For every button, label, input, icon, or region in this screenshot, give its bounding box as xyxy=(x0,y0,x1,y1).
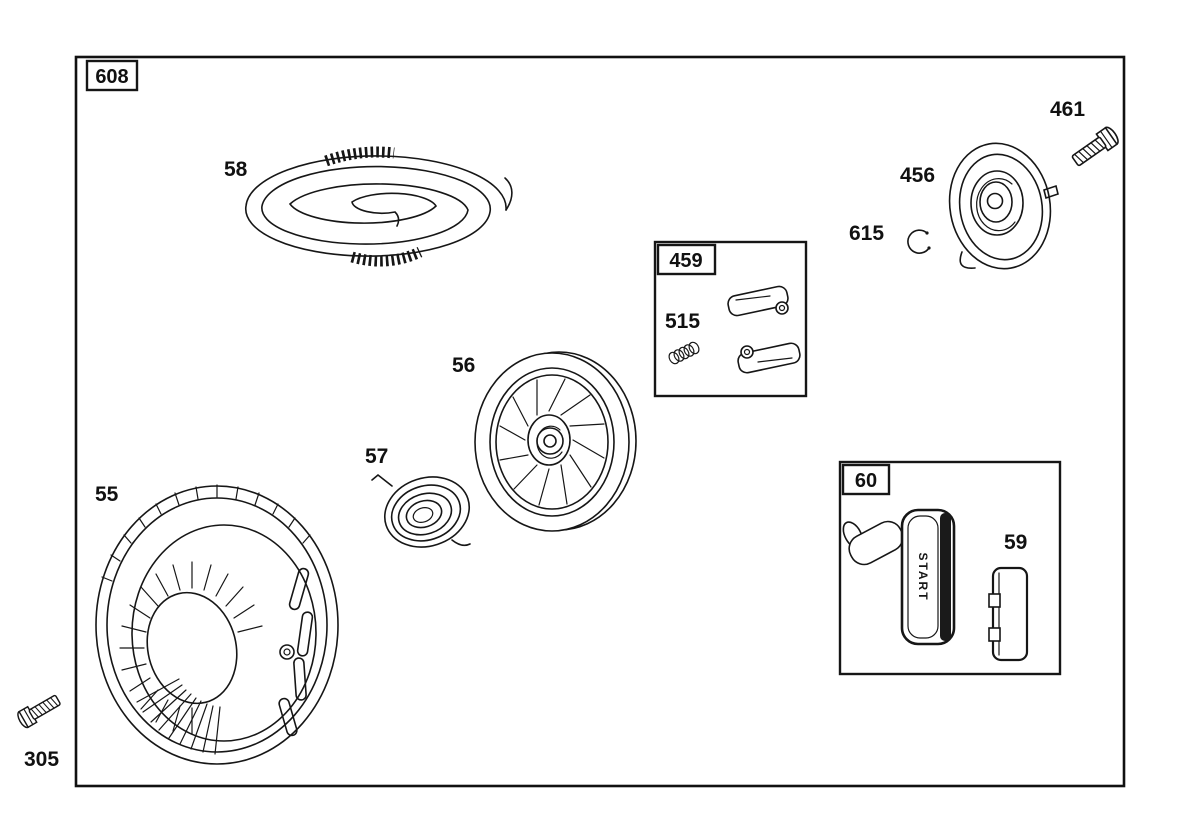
part-58-rewind-spring-drawing xyxy=(244,146,513,267)
start-grip-text: START xyxy=(916,552,930,601)
inset-label-459: 459 xyxy=(669,250,702,272)
part-callout-305: 305 xyxy=(24,748,59,771)
housing-rim-hatch xyxy=(101,484,311,582)
inset-box-60: START xyxy=(838,460,1062,676)
part-60-starter-grip-drawing: START xyxy=(842,508,956,646)
housing-screw-boss xyxy=(279,644,295,660)
part-515-friction-spring-drawing xyxy=(668,341,700,365)
inset-box-60-label-box xyxy=(841,463,891,496)
inset-box-459 xyxy=(653,240,808,398)
housing-bottom-fan-hatch xyxy=(136,678,221,755)
part-55-blower-housing-drawing xyxy=(95,484,339,765)
inset-label-60: 60 xyxy=(855,470,877,492)
part-callout-615: 615 xyxy=(849,222,884,245)
part-456-starter-clutch-drawing xyxy=(948,142,1059,270)
part-callout-57: 57 xyxy=(365,445,388,468)
spring-coil-hatch-bottom xyxy=(350,246,423,267)
assembly-number-box-border xyxy=(85,59,139,92)
part-615-retainer-ring-drawing xyxy=(907,229,931,254)
housing-vent-slots xyxy=(278,567,314,737)
part-callout-456: 456 xyxy=(900,164,935,187)
pulley-spokes xyxy=(499,378,605,506)
part-305-screw-drawing xyxy=(14,691,64,730)
part-callout-55: 55 xyxy=(95,483,119,506)
inset-box-459-label-box xyxy=(656,243,717,276)
part-459-pawl-lower-drawing xyxy=(737,342,801,374)
part-callout-58: 58 xyxy=(224,158,248,181)
part-59-grip-insert-drawing xyxy=(988,566,1029,662)
spring-coil-hatch-top xyxy=(324,146,395,167)
part-callout-56: 56 xyxy=(452,354,475,377)
grip-dark-edge xyxy=(940,513,951,641)
part-callout-59: 59 xyxy=(1004,531,1027,554)
part-callout-515: 515 xyxy=(665,310,700,333)
part-56-rope-pulley-drawing xyxy=(474,351,637,532)
housing-rosette-hatch xyxy=(119,561,263,735)
assembly-number-box: 608 xyxy=(85,59,139,92)
part-callout-461: 461 xyxy=(1050,98,1085,121)
part-57-clutch-spring-drawing xyxy=(371,473,471,548)
part-459-pawl-upper-drawing xyxy=(727,285,789,317)
assembly-number-label: 608 xyxy=(95,66,128,88)
